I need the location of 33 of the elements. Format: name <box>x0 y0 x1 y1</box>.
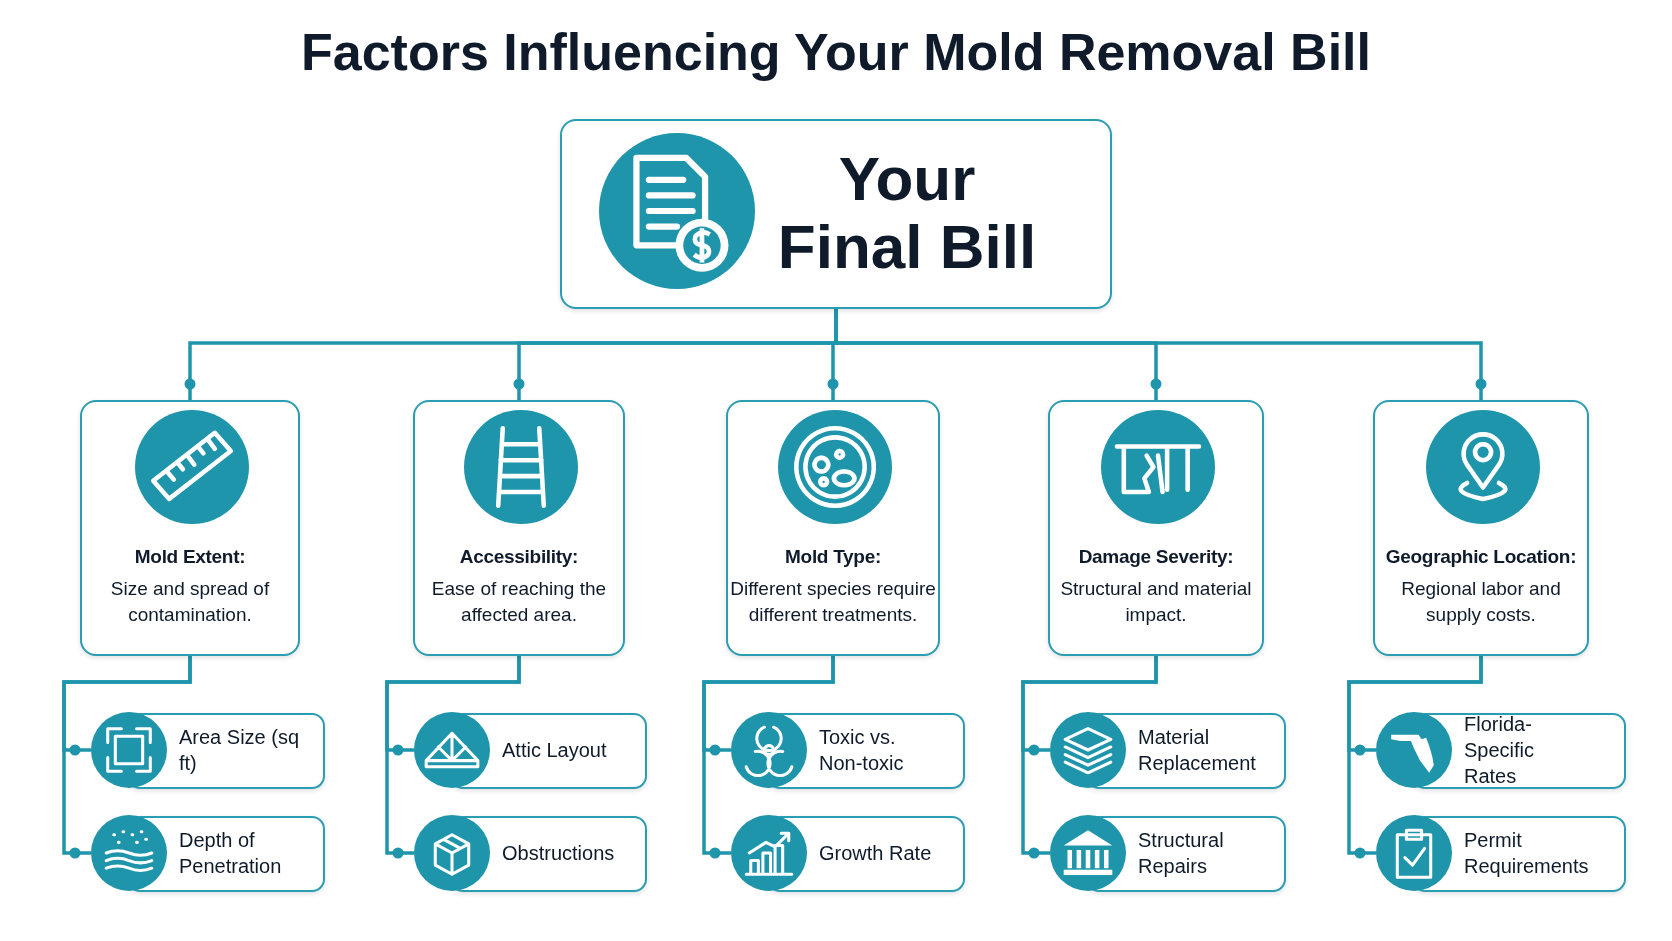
item-label: Material Replacement <box>1138 725 1257 776</box>
factor-card <box>80 400 300 656</box>
item-label: Area Size (sq ft) <box>179 725 301 776</box>
factor-heading: Damage Severity: <box>1077 545 1235 568</box>
connector-line <box>385 656 521 859</box>
connector-line <box>1347 656 1483 859</box>
factor-description: Size and spread of contamination. <box>109 576 271 627</box>
item-label: Depth of Penetration <box>179 828 283 879</box>
connector-line <box>702 656 835 859</box>
factor-card <box>1048 400 1264 656</box>
item-label: Obstructions <box>502 841 616 866</box>
factor-description: Different species require different treatments. <box>729 576 937 627</box>
connector-line <box>62 656 192 859</box>
factor-card <box>726 400 940 656</box>
item-label: Attic Layout <box>502 738 608 763</box>
factor-description: Regional labor and supply costs. <box>1400 576 1562 627</box>
factor-heading: Geographic Location: <box>1384 545 1578 568</box>
factor-card <box>413 400 625 656</box>
factor-description: Structural and material impact. <box>1059 576 1253 627</box>
result-label: Your Final Bill <box>776 145 1038 282</box>
item-label: Toxic vs. Non-toxic <box>819 725 905 776</box>
factor-card <box>1373 400 1589 656</box>
factor-description: Ease of reaching the affected area. <box>430 576 608 627</box>
factor-heading: Accessibility: <box>458 545 580 568</box>
factor-heading: Mold Extent: <box>133 545 247 568</box>
title: Factors Influencing Your Mold Removal Bill <box>300 22 1372 82</box>
item-label: Florida-Specific Rates <box>1464 712 1536 789</box>
item-label: Permit Requirements <box>1464 828 1589 879</box>
result-card <box>560 119 1112 309</box>
item-label: Structural Repairs <box>1138 828 1225 879</box>
factor-heading: Mold Type: <box>784 545 882 568</box>
connector-line <box>1021 656 1158 859</box>
item-label: Growth Rate <box>819 841 933 866</box>
